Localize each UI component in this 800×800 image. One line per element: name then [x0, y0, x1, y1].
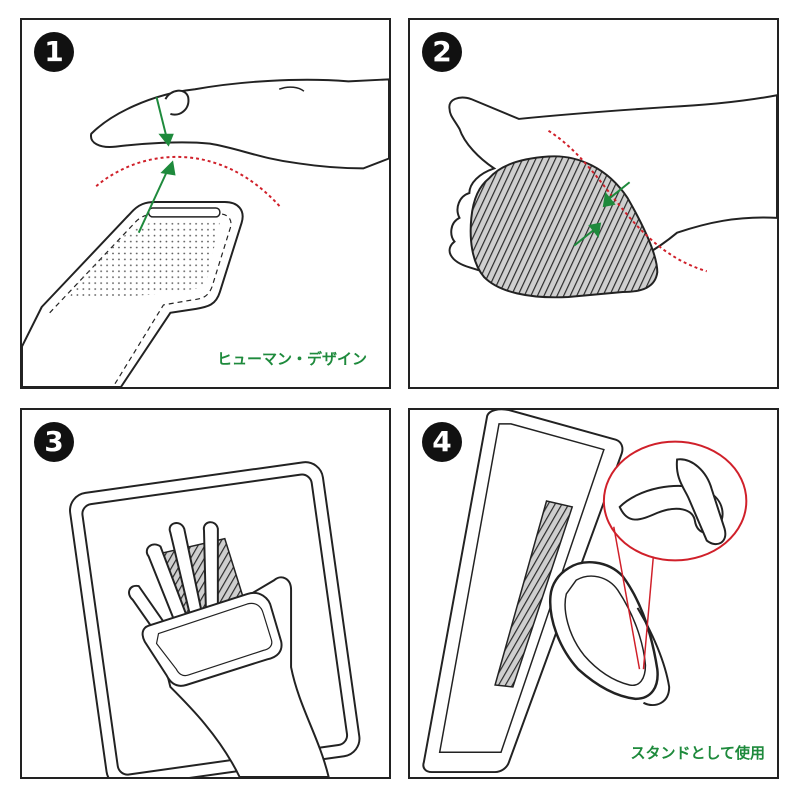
- grip-pad: [469, 155, 659, 299]
- grip-pad: [494, 500, 574, 688]
- step-number-badge: 1: [34, 32, 74, 72]
- panel-2: 2: [408, 18, 779, 389]
- guide-curve: [95, 156, 282, 209]
- guide-curve: [547, 129, 708, 273]
- panel-caption: スタンドとして使用: [630, 744, 765, 762]
- hand-outline: [90, 78, 389, 170]
- arrow-icon: [137, 96, 176, 234]
- panel-1: 1 ヒューマン・デザイン: [20, 18, 391, 389]
- stand-illustration: [422, 410, 748, 774]
- mesh-pad: [69, 222, 220, 298]
- step-number-badge: 3: [34, 422, 74, 462]
- panel-caption: ヒューマン・デザイン: [216, 350, 367, 368]
- step-number-badge: 2: [422, 32, 462, 72]
- hand-pad-illustration: [448, 94, 777, 299]
- arrow-icon: [573, 181, 631, 247]
- step-number-badge: 4: [422, 422, 462, 462]
- panel-4: 4 スタンドとして使用: [408, 408, 779, 779]
- hand-strap-illustration: [22, 78, 389, 387]
- strap-detail-icon: [618, 458, 727, 545]
- panel-3: 3: [20, 408, 391, 779]
- hand-strap: [141, 592, 283, 687]
- tablet-hand-illustration: [69, 461, 361, 777]
